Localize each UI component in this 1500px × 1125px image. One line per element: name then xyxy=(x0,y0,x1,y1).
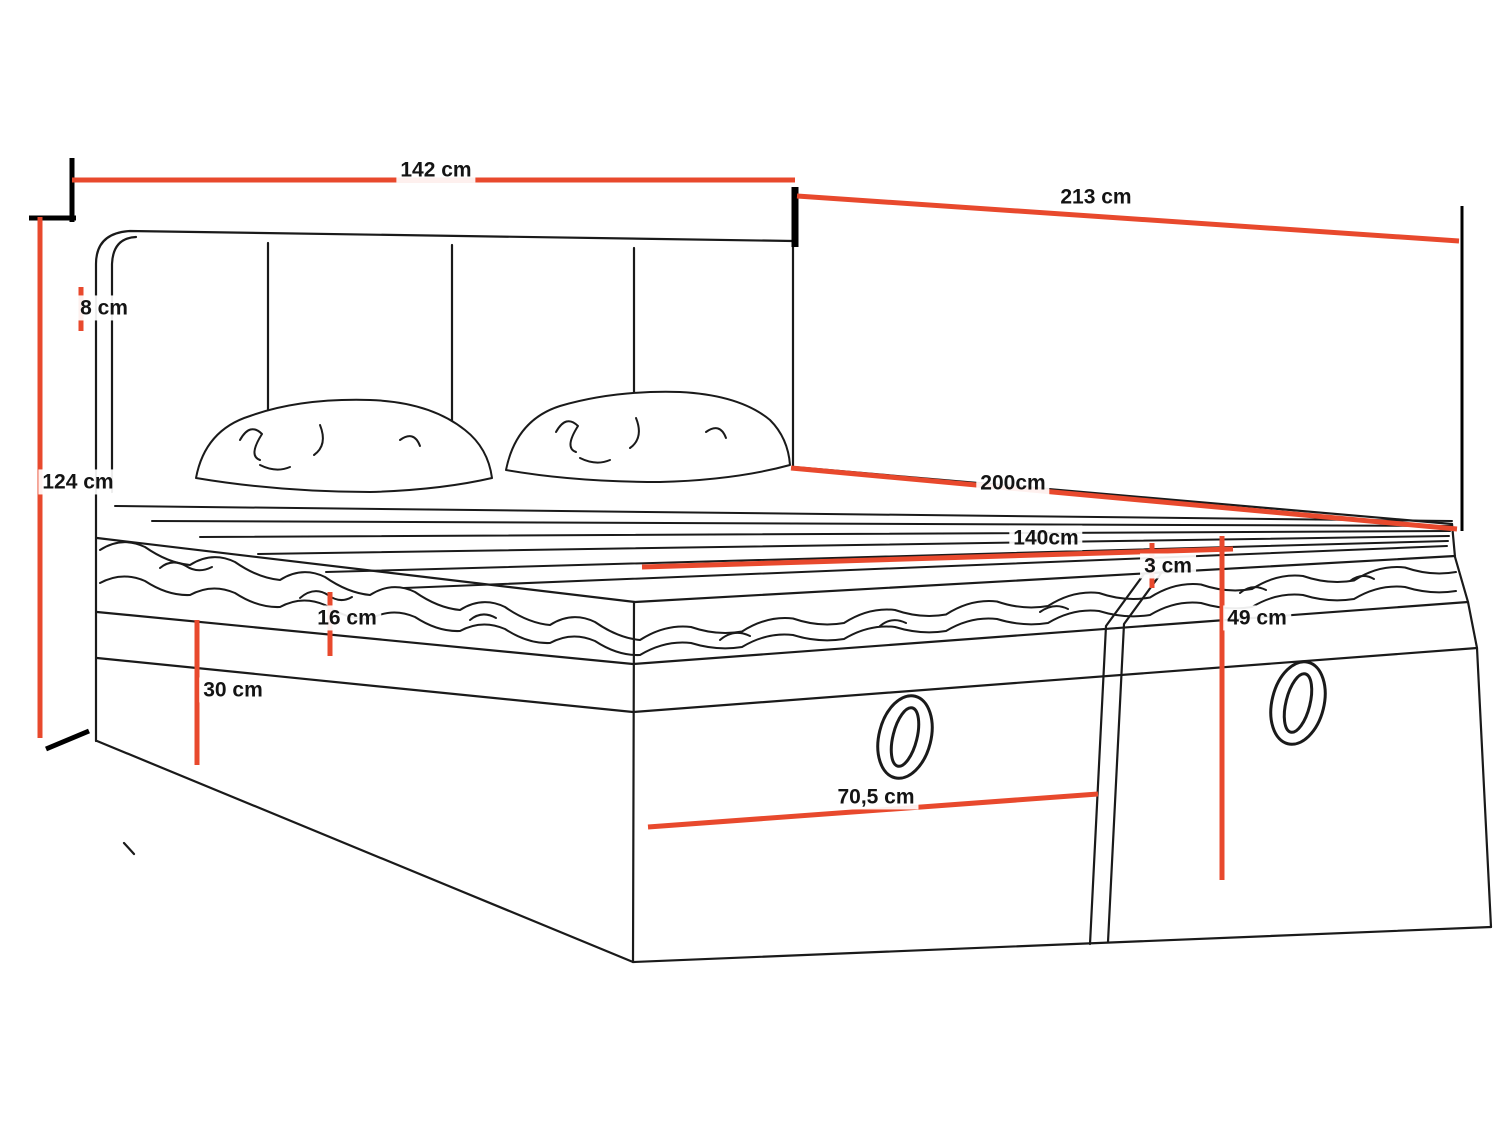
dim-label-topbox-height: 16 cm xyxy=(313,605,381,631)
box-seam xyxy=(95,646,1479,714)
dimension-lines xyxy=(37,177,1460,880)
dim-label-gap: 3 cm xyxy=(1140,553,1196,579)
drawer-handle-right xyxy=(1269,660,1327,746)
stray-mark xyxy=(122,841,136,856)
base-bottom-edge xyxy=(95,739,1493,964)
dim-line-140cm xyxy=(641,546,1234,570)
drawer-handle-right-outer xyxy=(1269,660,1327,746)
tick-bottom-left-diagonal xyxy=(45,728,90,752)
foot-edge xyxy=(1450,522,1493,929)
drawer-handle-right-inner xyxy=(1282,672,1314,734)
dim-label-mattress-length: 200cm xyxy=(976,470,1050,496)
pillow-left-crease xyxy=(399,435,421,447)
quilting-squiggle xyxy=(1349,575,1375,582)
pillow-left-crease xyxy=(239,428,263,461)
slat-line xyxy=(114,505,1453,522)
bed-drawing xyxy=(94,229,1493,964)
pillow-right-crease xyxy=(629,417,640,449)
quilting-wave-2 xyxy=(99,575,1457,657)
center-seam-left xyxy=(1088,572,1146,946)
slat-line xyxy=(151,520,1452,527)
slat-line xyxy=(199,530,1451,538)
mattress-edge-top xyxy=(95,536,1457,604)
dim-label-drawer-width: 70,5 cm xyxy=(833,784,919,810)
quilting-squiggle xyxy=(159,561,213,572)
pillows xyxy=(195,390,791,493)
drawer-handle-left xyxy=(876,694,934,780)
pillow-right-crease xyxy=(579,457,611,464)
slat-lines xyxy=(114,505,1453,589)
headboard-inner-edge xyxy=(110,235,138,494)
pillow-right-crease xyxy=(705,427,727,439)
quilting-squiggle xyxy=(719,631,751,641)
pillow-right xyxy=(505,390,791,483)
drawer-handle-left-outer xyxy=(876,694,934,780)
quilting-squiggle xyxy=(1239,586,1267,594)
base-corner-edge xyxy=(631,600,636,964)
quilting-squiggle xyxy=(879,619,907,627)
quilting-squiggle xyxy=(469,613,497,621)
dim-label-headboard-thickness: 8 cm xyxy=(76,295,132,321)
quilting-wave-1 xyxy=(99,541,1457,641)
center-seam-right xyxy=(1106,570,1164,944)
pillow-left-crease xyxy=(259,464,291,471)
slat-line xyxy=(403,545,1448,589)
dim-line-70-5cm xyxy=(647,791,1099,830)
pillow-left-crease xyxy=(313,424,324,456)
dim-line-200cm xyxy=(790,465,1458,532)
slat-line xyxy=(257,535,1450,555)
dim-label-base-height: 49 cm xyxy=(1223,605,1291,631)
pillow-left xyxy=(195,398,493,493)
pillow-right-crease xyxy=(555,420,579,453)
drawer-handle-left-inner xyxy=(889,706,921,768)
dim-label-headboard-width: 142 cm xyxy=(396,157,476,183)
dim-line-213cm xyxy=(796,193,1460,244)
quilting-squiggle xyxy=(1039,605,1069,613)
dim-label-drawer-height: 30 cm xyxy=(199,677,267,703)
dimension-ticks xyxy=(29,158,1464,752)
quilting-squiggle xyxy=(299,590,353,601)
headboard-outline xyxy=(94,229,795,743)
dim-label-mattress-width: 140cm xyxy=(1009,525,1083,551)
dim-label-total-height: 124 cm xyxy=(38,469,118,495)
slat-line xyxy=(325,540,1449,573)
dim-label-total-depth: 213 cm xyxy=(1056,184,1136,210)
